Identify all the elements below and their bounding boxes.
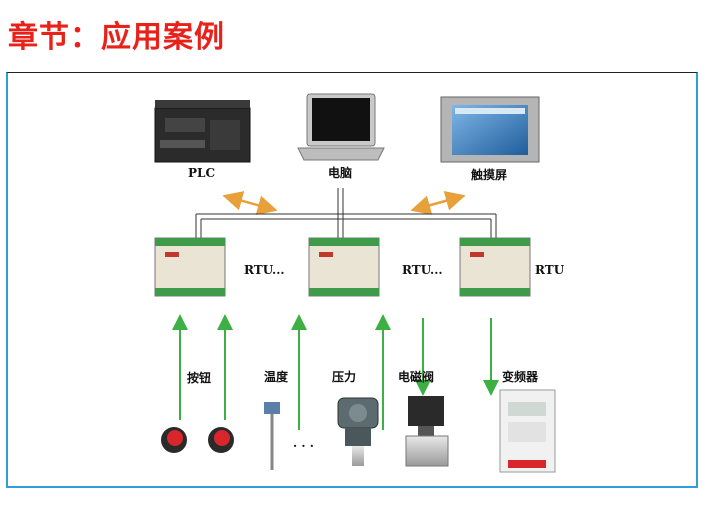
rtu-module-3-icon xyxy=(459,237,531,297)
push-button-1-icon xyxy=(161,427,187,453)
temperature-label: 温度 xyxy=(264,370,289,384)
pressure-transmitter-icon xyxy=(337,397,379,466)
rtu-label-3: RTU xyxy=(535,263,565,277)
rtu-module-1-icon xyxy=(154,237,226,297)
diagram-frame xyxy=(6,72,698,488)
pressure-label: 压力 xyxy=(332,370,357,384)
plc-link-arrow xyxy=(222,191,278,215)
signal-arrows xyxy=(172,314,499,430)
computer-label: 电脑 xyxy=(328,166,353,180)
solenoid-valve-icon xyxy=(405,396,449,467)
inverter-label: 变频器 xyxy=(502,370,539,384)
button-label: 按钮 xyxy=(187,371,212,385)
solenoid-valve-label: 电磁阀 xyxy=(398,370,435,384)
bus-lines xyxy=(195,188,497,240)
push-button-2-icon xyxy=(208,427,234,453)
touchscreen-icon xyxy=(440,96,540,163)
rtu-label-1: RTU... xyxy=(244,263,285,277)
plc-label: PLC xyxy=(188,166,216,180)
touchscreen-label: 触摸屏 xyxy=(471,168,508,182)
page-title: 章节：应用案例 xyxy=(8,20,225,55)
temperature-sensor-icon xyxy=(264,402,280,470)
more-devices-ellipsis: . . . xyxy=(293,436,314,450)
touchscreen-link-arrow xyxy=(410,191,466,215)
plc-device-icon xyxy=(154,100,251,163)
computer-laptop-icon xyxy=(297,93,385,161)
inverter-icon xyxy=(499,389,556,473)
rtu-module-2-icon xyxy=(308,237,380,297)
rtu-label-2: RTU... xyxy=(402,263,443,277)
